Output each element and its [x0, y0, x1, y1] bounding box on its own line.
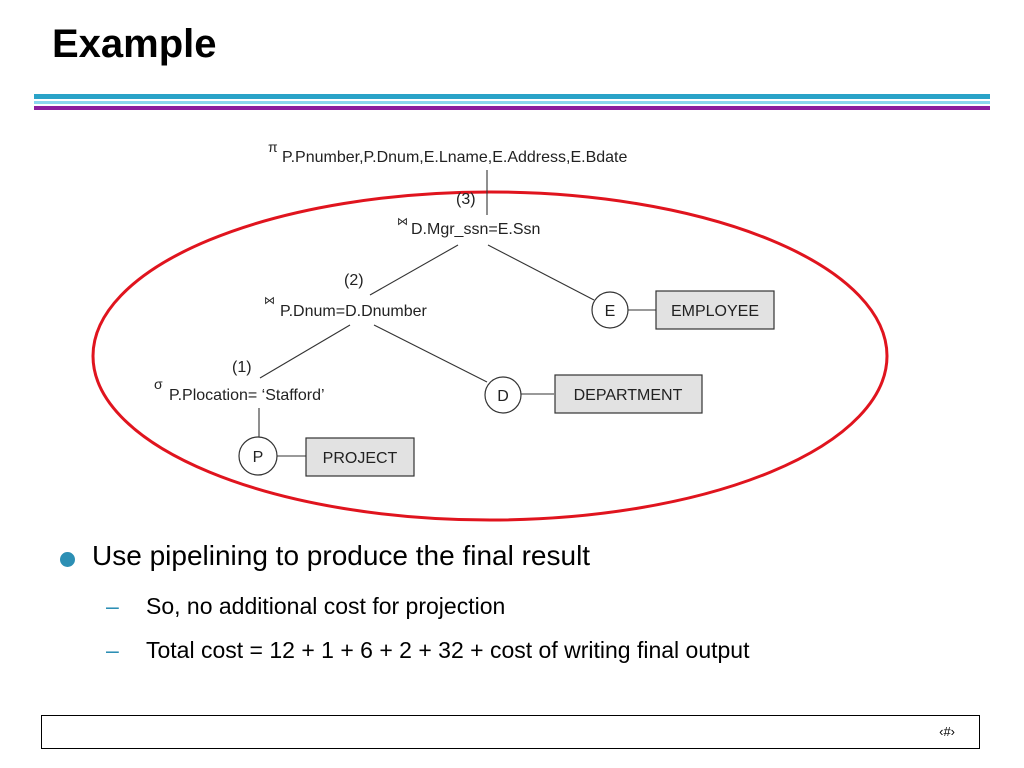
- title-rule-teal: [34, 94, 990, 99]
- sigma-symbol: σ: [154, 376, 163, 392]
- sub-bullet-text: Total cost = 12 + 1 + 6 + 2 + 32 + cost …: [146, 637, 750, 663]
- title-rule-purple: [34, 106, 990, 110]
- join-symbol-2: ⋈: [264, 295, 275, 307]
- pi-symbol: π: [268, 139, 278, 155]
- project-box: [305, 437, 415, 477]
- edge-join3-e: [487, 244, 595, 301]
- dash-icon: –: [106, 593, 119, 619]
- join-symbol-3: ⋈: [397, 216, 408, 228]
- join2-label: P.Dnum=D.Dnumber: [280, 303, 428, 320]
- bullet-main-text: Use pipelining to produce the final resu…: [92, 540, 591, 571]
- department-label: DEPARTMENT: [574, 387, 683, 404]
- query-tree-diagram: π P.Pnumber,P.Dnum,E.Lname,E.Address,E.B…: [91, 139, 889, 522]
- slide-title: Example: [52, 22, 217, 66]
- dash-icon: –: [106, 637, 119, 663]
- bullet-list: Use pipelining to produce the final resu…: [60, 540, 980, 672]
- department-box: [554, 374, 703, 414]
- sub-bullet-item: – So, no additional cost for projection: [60, 584, 980, 628]
- node-e-label: E: [605, 303, 616, 320]
- join3-label: D.Mgr_ssn=E.Ssn: [411, 221, 540, 238]
- edge-join2-selection: [259, 324, 351, 379]
- edge-join2-d: [373, 324, 488, 383]
- highlight-ellipse: [91, 190, 889, 522]
- selection-label: P.Plocation= ‘Stafford’: [169, 387, 325, 404]
- node-d: [484, 376, 522, 414]
- node-e: [591, 291, 629, 329]
- footer-box: ‹#›: [41, 715, 980, 749]
- projection-label: P.Pnumber,P.Dnum,E.Lname,E.Address,E.Bda…: [282, 149, 627, 166]
- step-2-label: (2): [344, 272, 364, 289]
- employee-box: [655, 290, 775, 330]
- node-p-label: P: [253, 449, 264, 466]
- title-rule-light: [34, 101, 990, 104]
- sub-bullet-item: – Total cost = 12 + 1 + 6 + 2 + 32 + cos…: [60, 628, 980, 672]
- bullet-item: Use pipelining to produce the final resu…: [60, 540, 980, 584]
- sub-bullet-text: So, no additional cost for projection: [146, 593, 506, 619]
- step-3-label: (3): [456, 191, 476, 208]
- node-p: [238, 436, 278, 476]
- bullet-dot-icon: [60, 552, 75, 567]
- project-label: PROJECT: [323, 450, 398, 467]
- edge-join3-join2: [369, 244, 459, 296]
- step-1-label: (1): [232, 359, 252, 376]
- node-d-label: D: [497, 388, 509, 405]
- employee-label: EMPLOYEE: [671, 303, 759, 320]
- page-number: ‹#›: [939, 724, 955, 739]
